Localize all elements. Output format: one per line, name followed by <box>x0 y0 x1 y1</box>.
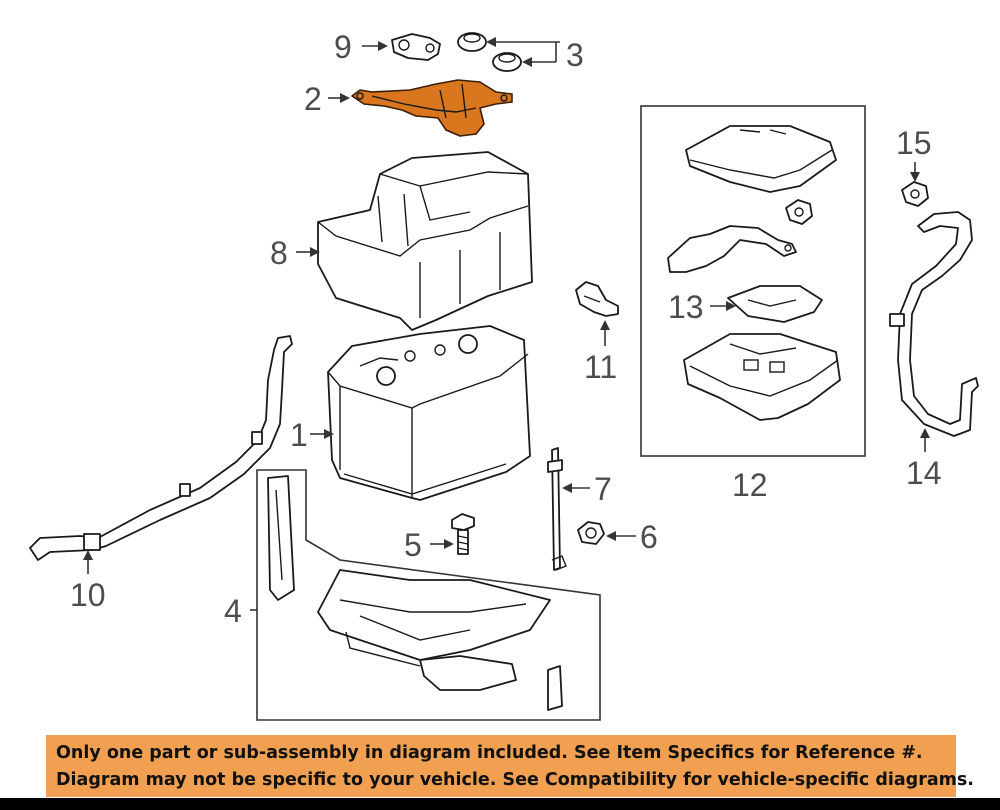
callout-9: 9 <box>334 29 352 65</box>
part-4-battery-tray <box>256 469 601 721</box>
callout-5: 5 <box>404 527 422 563</box>
part-12-fuse-block-cover <box>685 125 837 193</box>
bottom-bar <box>0 798 1000 810</box>
part-12-cable <box>667 225 797 273</box>
callout-14: 14 <box>906 455 942 491</box>
part-8-battery-cover <box>317 151 533 331</box>
part-9-connector <box>391 33 441 61</box>
part-11-cable-end <box>575 281 619 317</box>
callout-10: 10 <box>70 577 106 613</box>
part-14-cable <box>889 211 979 437</box>
callout-2: 2 <box>304 81 322 117</box>
callout-3: 3 <box>566 37 584 73</box>
part-1-battery <box>327 325 531 501</box>
callout-15: 15 <box>896 125 932 161</box>
part-10-cable <box>29 335 293 561</box>
part-15-nut <box>901 181 929 207</box>
parts-diagram: 9 3 2 8 1 4 5 6 7 10 11 12 13 14 15 <box>29 29 979 721</box>
notice-line-2: Diagram may not be specific to your vehi… <box>56 770 974 790</box>
part-13-fuse-plate <box>727 285 823 323</box>
callout-13: 13 <box>668 289 704 325</box>
part-2-hold-down-bracket <box>351 79 513 137</box>
part-12-box <box>640 105 866 457</box>
callout-1: 1 <box>290 417 308 453</box>
callout-12: 12 <box>732 467 768 503</box>
callout-11: 11 <box>584 349 617 385</box>
part-6-nut <box>577 521 605 545</box>
part-7-rod <box>547 447 567 571</box>
part-3-caps <box>457 32 522 72</box>
callout-8: 8 <box>270 235 288 271</box>
part-12-nut <box>785 199 813 225</box>
callout-6: 6 <box>640 519 658 555</box>
part-12-fuse-block <box>683 333 841 421</box>
notice-line-1: Only one part or sub-assembly in diagram… <box>56 743 923 763</box>
part-5-bolt <box>451 513 475 555</box>
notice-banner: Only one part or sub-assembly in diagram… <box>46 735 974 797</box>
callout-4: 4 <box>224 593 242 629</box>
callout-7: 7 <box>594 471 612 507</box>
leader-lines <box>83 37 930 611</box>
